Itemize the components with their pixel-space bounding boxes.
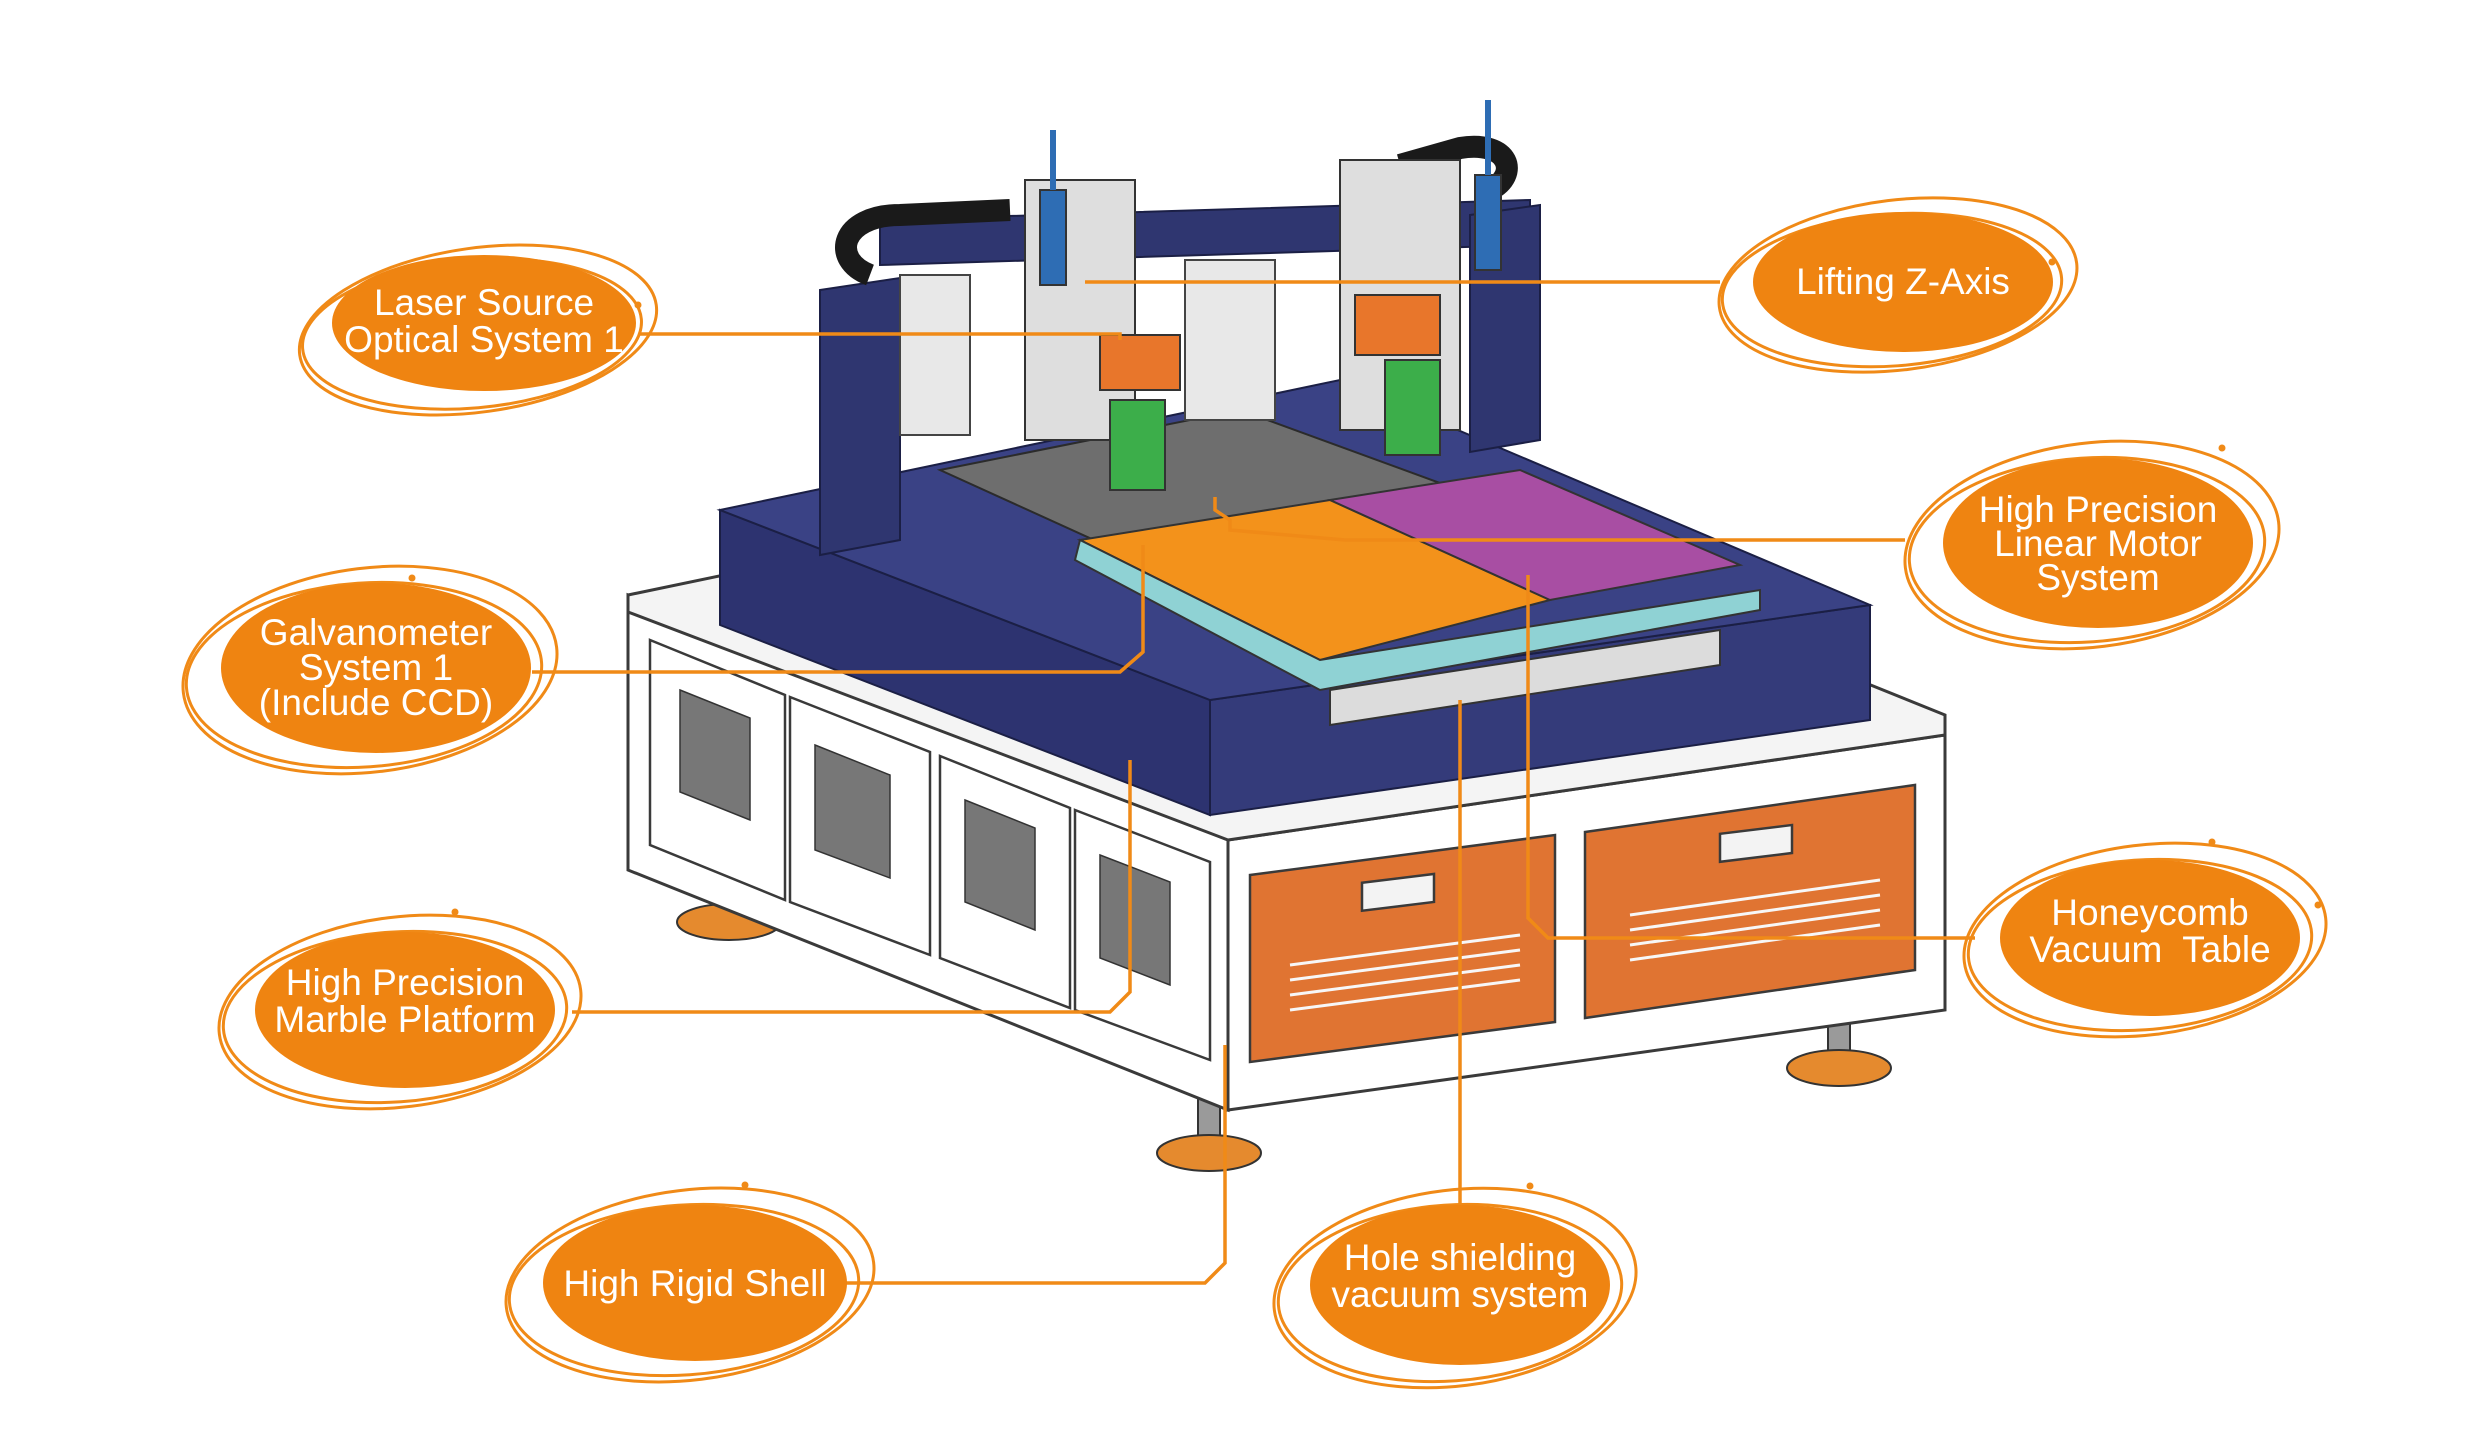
callout-hole-shield-line2: vacuum system (1331, 1274, 1588, 1315)
machine-illustration (626, 100, 1947, 1172)
callout-hole-shield: Hole shielding vacuum system (1272, 1182, 1638, 1390)
front-slots (1289, 878, 1881, 1012)
laser-head-2 (1339, 100, 1502, 456)
callout-honeycomb-line2: Vacuum Table (2029, 929, 2270, 970)
callout-marble-line1: High Precision (286, 962, 525, 1003)
vacuum-rail (1073, 538, 1761, 692)
callout-lifting-z: Lifting Z-Axis (1717, 196, 2079, 374)
callout-lifting-z-line1: Lifting Z-Axis (1796, 261, 2010, 302)
callout-galvanometer-line2: System 1 (299, 647, 453, 688)
callout-shell-line1: High Rigid Shell (563, 1263, 826, 1304)
callout-laser-source: Laser Source Optical System 1 (297, 243, 659, 417)
vacuum-rail-base (1329, 628, 1721, 727)
callout-marble: High Precision Marble Platform (217, 908, 583, 1111)
callout-galvanometer-line3: (Include CCD) (259, 682, 493, 723)
callout-galvanometer: Galvanometer System 1 (Include CCD) (181, 564, 559, 776)
callout-linear-motor-line2: Linear Motor (1994, 523, 2202, 564)
callout-linear-motor-line1: High Precision (1979, 489, 2218, 530)
callout-galvanometer-line1: Galvanometer (260, 612, 492, 653)
callout-marble-line2: Marble Platform (274, 999, 535, 1040)
callout-hole-shield-line1: Hole shielding (1344, 1237, 1576, 1278)
vacuum-table-magenta (1326, 468, 1744, 602)
callout-honeycomb-line1: Honeycomb (2051, 892, 2248, 933)
callout-linear-motor: High Precision Linear Motor System (1903, 439, 2281, 651)
callout-linear-motor-line3: System (2036, 557, 2159, 598)
cable-chain-left (835, 199, 1011, 286)
laser-head-1 (1024, 130, 1181, 491)
callout-laser-source-line2: Optical System 1 (344, 319, 624, 360)
leader-lines (532, 280, 1975, 1285)
callout-laser-source-line1: Laser Source (374, 282, 594, 323)
callout-shell: High Rigid Shell (504, 1181, 876, 1384)
left-vents (679, 688, 1171, 987)
callout-honeycomb: Honeycomb Vacuum Table (1962, 838, 2328, 1039)
gantry (819, 198, 1541, 557)
